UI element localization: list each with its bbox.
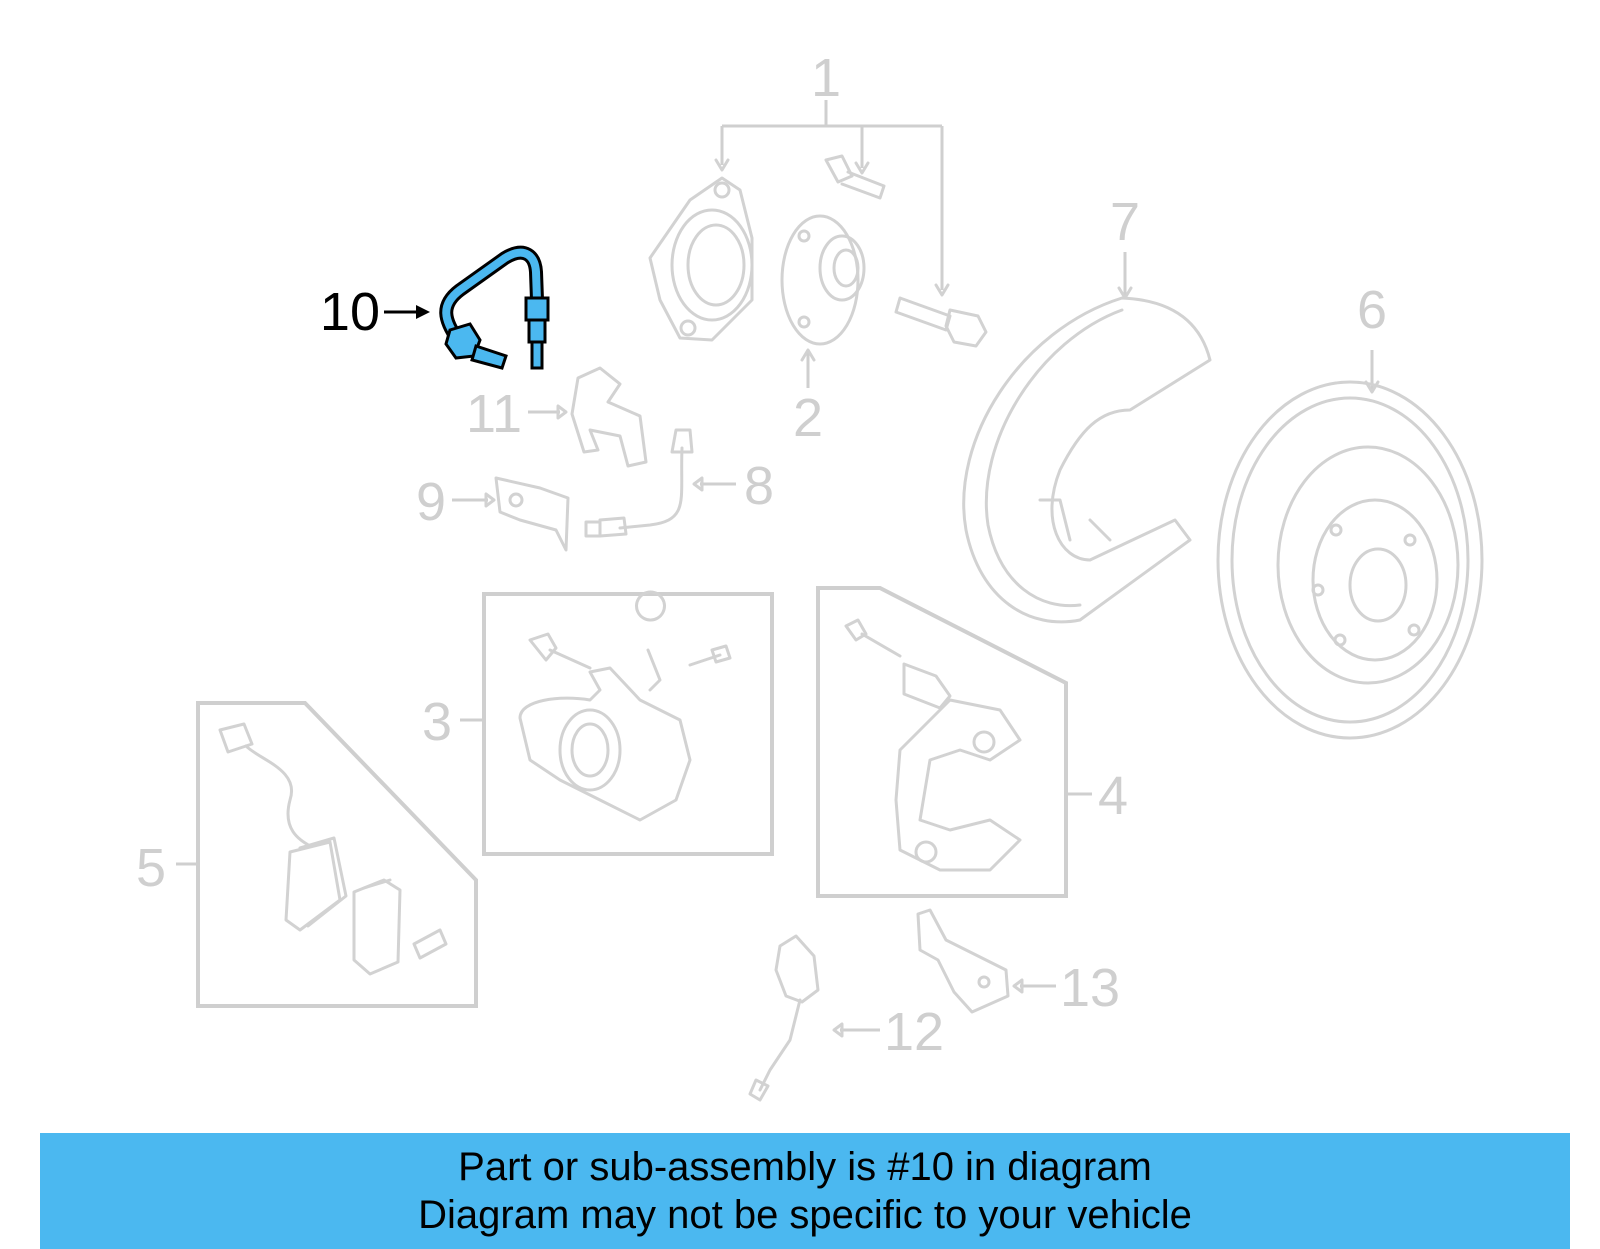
part-8-brake-hose [584, 428, 736, 538]
callout-1: 1 [811, 48, 841, 108]
callout-6: 6 [1357, 280, 1387, 340]
callout-13: 13 [1060, 958, 1120, 1018]
info-banner: Part or sub-assembly is #10 in diagram D… [40, 1133, 1570, 1249]
callout-12: 12 [884, 1002, 944, 1062]
callout-2-leader [800, 348, 816, 388]
callout-7: 7 [1110, 192, 1140, 252]
callout-2: 2 [793, 388, 823, 448]
banner-line-2: Diagram may not be specific to your vehi… [418, 1193, 1192, 1237]
callout-1-bracket [714, 100, 950, 297]
callout-5: 5 [136, 838, 166, 898]
part-9-bracket [452, 476, 570, 552]
callout-10-leader [384, 305, 430, 319]
callout-4: 4 [1098, 766, 1128, 826]
part-11-bracket [528, 366, 648, 468]
callout-11: 11 [466, 384, 522, 444]
part-12-speed-sensor [748, 934, 880, 1102]
callout-10: 10 [320, 282, 380, 342]
part-7-dust-shield [962, 252, 1212, 624]
part-6-brake-rotor [1216, 350, 1484, 740]
callout-8: 8 [744, 456, 774, 516]
part-1-bolt-large [894, 296, 988, 348]
callout-3: 3 [422, 692, 452, 752]
part-4-carrier-box [816, 586, 1092, 898]
part-10-brake-line [439, 245, 550, 370]
part-1-bolt-small [824, 154, 886, 200]
part-1-hub [780, 214, 866, 346]
part-13-bracket [916, 908, 1056, 1014]
part-3-caliper-box [460, 590, 774, 856]
part-5-brake-pads-box [176, 701, 478, 1008]
banner-line-1: Part or sub-assembly is #10 in diagram [458, 1145, 1152, 1189]
callout-9: 9 [416, 472, 446, 532]
part-1-wheel-bearing [648, 176, 754, 342]
